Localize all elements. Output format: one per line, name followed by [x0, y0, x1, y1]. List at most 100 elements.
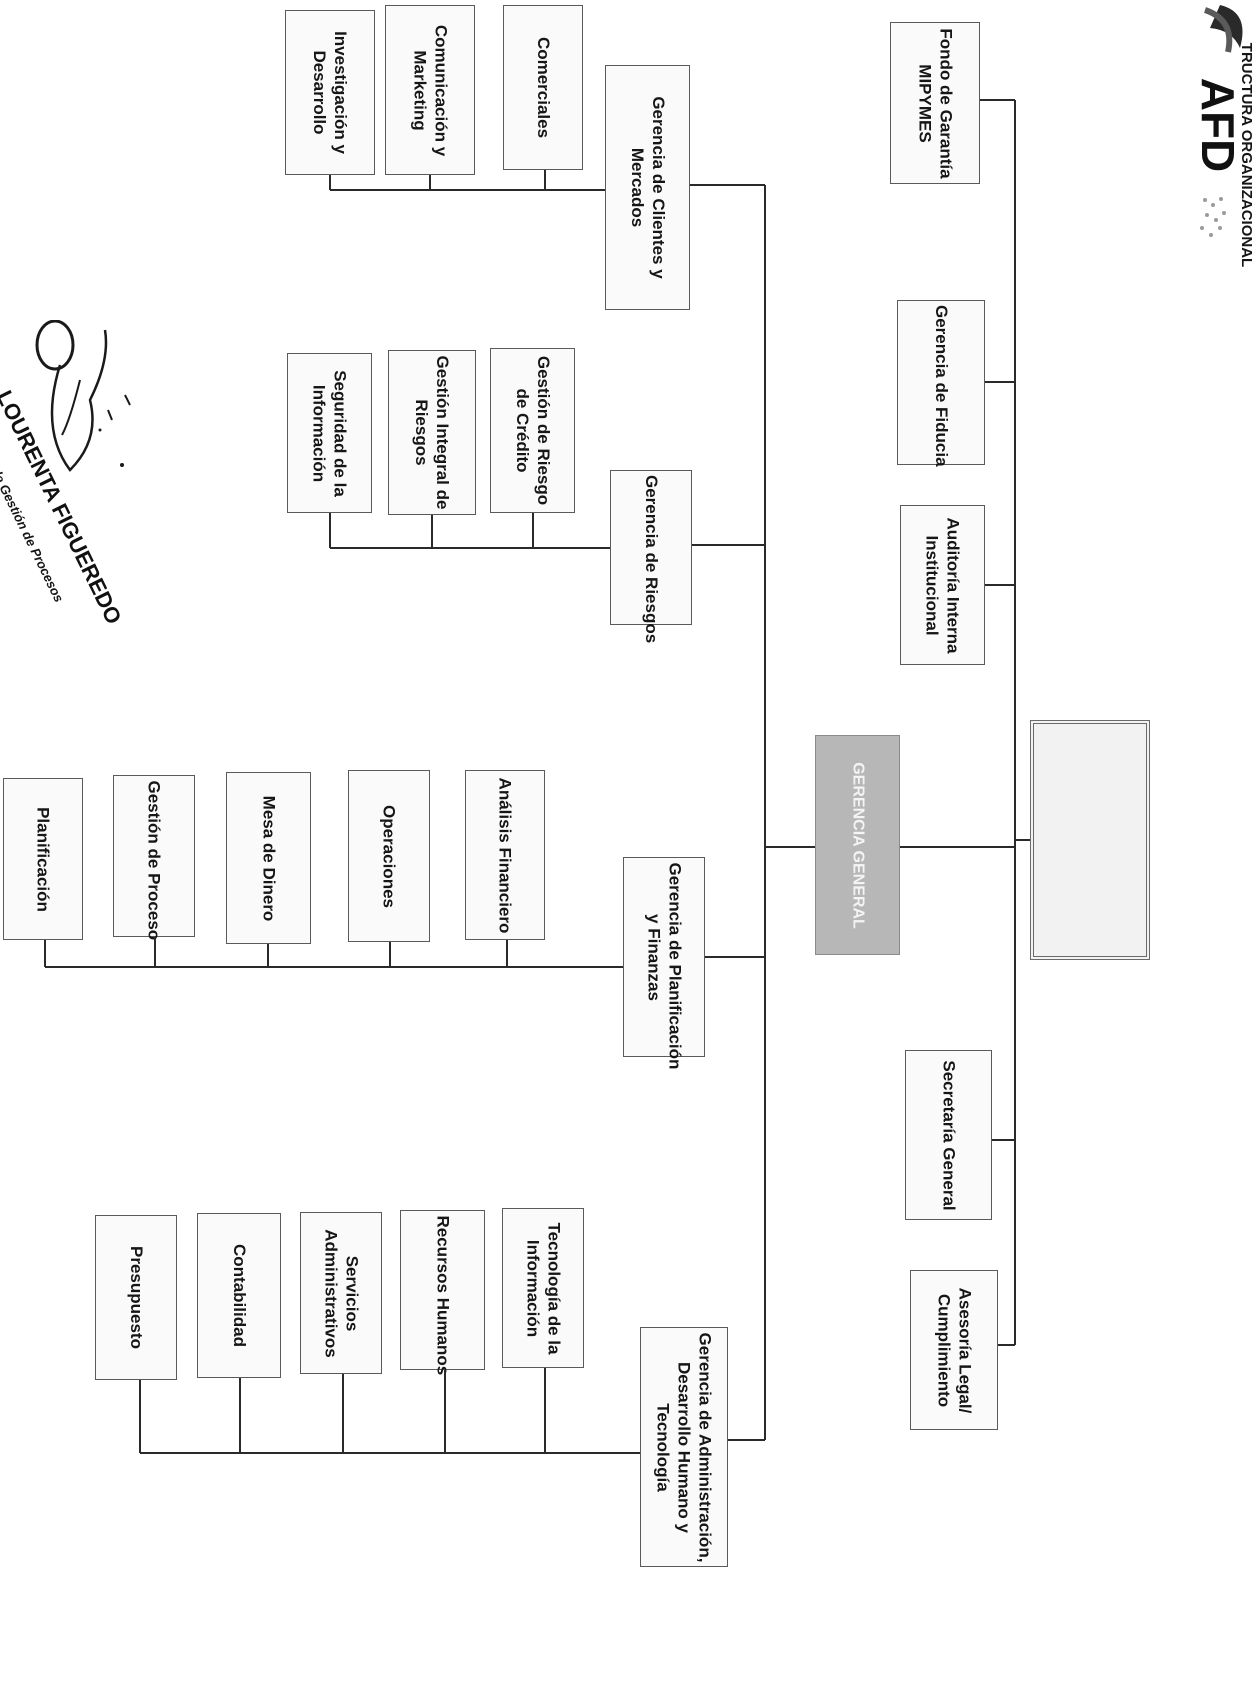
- connector-line: [506, 940, 508, 967]
- connector-line: [329, 513, 331, 548]
- unit-tecnologia-info-label: Tecnología de la: [544, 1222, 563, 1354]
- gerencia-fiducia-box: [897, 300, 985, 465]
- connector-line: [429, 175, 431, 190]
- unit-presupuesto-label: Presupuesto: [126, 1246, 146, 1349]
- fondo-connector: [980, 99, 1015, 101]
- gerencia-planificacion-box-label: y Finanzas: [644, 913, 663, 1001]
- connector-line: [342, 1374, 344, 1453]
- unit-comunicacion-label: Comunicación y: [431, 24, 450, 156]
- signature-stamp: LOURENTA FIGUEREDO de Gestión de Proceso…: [0, 320, 180, 650]
- connector-line: [267, 944, 269, 967]
- unit-comunicacion-label: Marketing: [410, 49, 429, 131]
- unit-comunicacion: [385, 5, 475, 175]
- connector-line: [329, 175, 331, 190]
- chart-title: TRUCTURA ORGANIZACIONAL: [1238, 42, 1255, 268]
- riesgos-connector: [692, 544, 765, 546]
- gerencia-general-box: [815, 735, 900, 955]
- connector-line: [431, 515, 433, 548]
- connector-line: [239, 1378, 241, 1453]
- unit-analisis-financiero: [465, 770, 545, 940]
- asesoria-legal-box-label: Asesoría Legal/: [955, 1287, 974, 1413]
- planificacion-units-bus: [45, 966, 623, 968]
- unit-presupuesto: [95, 1215, 177, 1380]
- fondo-garantia-box: [890, 22, 980, 184]
- riesgos-units-bus: [330, 547, 610, 549]
- connector-line: [444, 1370, 446, 1453]
- unit-riesgo-credito: [490, 348, 575, 513]
- main-trunk-line: [764, 185, 766, 1440]
- fiducia-connector: [985, 381, 1015, 383]
- unit-planificacion-label: Planificación: [33, 806, 53, 912]
- unit-servicios-admin-label: Servicios: [342, 1255, 361, 1331]
- unit-riesgo-credito-label: Gestión de Riesgo: [533, 355, 553, 506]
- gerencia-general-box-label: GERENCIA GENERAL: [849, 761, 866, 929]
- asesoria-legal-box-label: Cumplimiento: [934, 1293, 953, 1407]
- secretaria-connector: [992, 1139, 1015, 1141]
- unit-investigacion-label: Investigación y: [331, 31, 350, 154]
- administracion-units-bus: [140, 1452, 640, 1454]
- unit-contabilidad-label: Contabilidad: [229, 1244, 249, 1347]
- board-connector: [1015, 839, 1030, 841]
- gerencia-clientes-box: [605, 65, 690, 310]
- unit-riesgo-integral-label: Riesgos: [412, 399, 431, 466]
- unit-gestion-proceso: [113, 775, 195, 937]
- board-box: [1030, 720, 1150, 960]
- gerencia-administracion-box: [640, 1327, 728, 1567]
- asesoria-connector: [998, 1344, 1015, 1346]
- signature-icon: [35, 320, 131, 472]
- connector-line: [154, 937, 156, 967]
- fondo-garantia-box-label: MIPYMES: [915, 63, 934, 143]
- afd-logo-icon: [1200, 5, 1243, 237]
- unit-servicios-admin: [300, 1212, 382, 1374]
- administracion-connector: [728, 1439, 765, 1441]
- planificacion-connector: [705, 956, 765, 958]
- unit-tecnologia-info-label: Información: [523, 1239, 542, 1337]
- unit-mesa-dinero: [226, 772, 311, 944]
- unit-mesa-dinero-label: Mesa de Dinero: [259, 795, 278, 921]
- gerencia-planificacion-box: [623, 857, 705, 1057]
- unit-riesgo-credito-label: de Crédito: [512, 388, 532, 473]
- connector-line: [44, 940, 46, 967]
- asesoria-legal-box: [910, 1270, 998, 1430]
- unit-planificacion: [3, 778, 83, 940]
- auditoria-interna-box-label: Auditoría Interna: [943, 516, 963, 653]
- unit-gestion-proceso-label: Gestión de Proceso: [144, 780, 164, 940]
- unit-seguridad-info: [287, 353, 372, 513]
- unit-analisis-financiero-label: Análisis Financiero: [495, 777, 515, 933]
- unit-comerciales-label: Comerciales: [533, 36, 553, 139]
- general-to-trunk-line: [765, 846, 815, 848]
- unit-investigacion: [285, 10, 375, 175]
- gerencia-planificacion-box-label: Gerencia de Planificación: [665, 862, 684, 1069]
- unit-seguridad-info-label: Información: [309, 384, 329, 482]
- unit-riesgo-integral-label: Gestión Integral de: [433, 355, 452, 510]
- gerencia-fiducia-box-label: Gerencia de Fiducia: [931, 305, 951, 467]
- unit-operaciones: [348, 770, 430, 942]
- gerencia-administracion-box-label: Desarrollo Humano y: [674, 1361, 694, 1533]
- unit-servicios-admin-label: Administrativos: [321, 1228, 340, 1358]
- connector-line: [544, 170, 546, 190]
- unit-operaciones-label: Operaciones: [379, 804, 399, 908]
- connector-line: [532, 513, 534, 548]
- connector-line: [139, 1380, 141, 1453]
- unit-investigacion-label: Desarrollo: [310, 50, 329, 135]
- auditoria-interna-box-label: Institucional: [922, 534, 942, 636]
- connector-line: [389, 942, 391, 967]
- unit-contabilidad: [197, 1213, 281, 1378]
- unit-seguridad-info-label: Seguridad de la: [330, 369, 350, 497]
- gerencia-riesgos-box-label: Gerencia de Riesgos: [641, 475, 661, 644]
- fondo-garantia-box-label: Fondo de Garantía: [936, 27, 955, 179]
- secretaria-general-box-label: Secretaría General: [939, 1059, 958, 1211]
- logo-text: AFD: [1192, 77, 1244, 173]
- gerencia-riesgos-box: [610, 470, 692, 625]
- gerencia-clientes-box-label: Gerencia de Clientes y: [648, 96, 668, 279]
- unit-tecnologia-info: [502, 1208, 584, 1368]
- clientes-units-bus: [330, 189, 605, 191]
- clientes-connector: [690, 184, 765, 186]
- general-to-top-line: [900, 846, 1015, 848]
- connector-line: [544, 1368, 546, 1453]
- auditoria-interna-box: [900, 505, 985, 665]
- secretaria-general-box: [905, 1050, 992, 1220]
- gerencia-administracion-box-label: Gerencia de Administración,: [695, 1332, 715, 1562]
- afd-logo: AFD TRUCTURA ORGANIZACIONAL: [1110, 0, 1255, 290]
